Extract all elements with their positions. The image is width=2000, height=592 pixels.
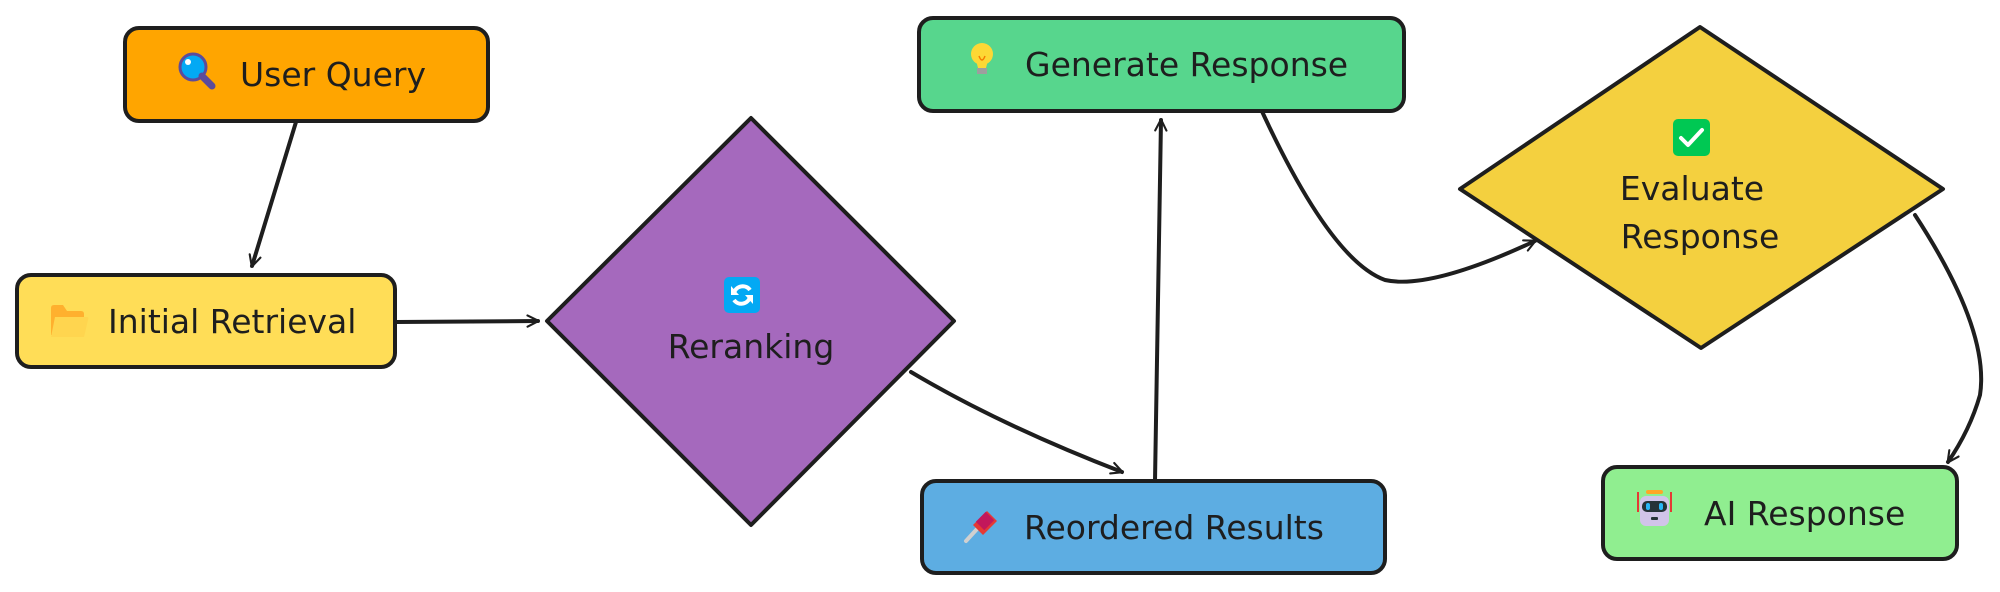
- node-reranking-shape: [545, 116, 956, 527]
- edges: [248, 105, 1984, 483]
- node-reordered-results-label: Reordered Results: [1024, 508, 1324, 547]
- node-evaluate-response-label-line2: Response: [1621, 217, 1780, 256]
- node-reordered-results-shape: [920, 479, 1387, 575]
- node-reranking[interactable]: Reranking: [545, 116, 956, 527]
- node-reranking-label: Reranking: [668, 327, 835, 366]
- node-ai-response-label: AI Response: [1704, 494, 1905, 533]
- refresh-icon: [724, 277, 760, 313]
- robot-icon: [1637, 490, 1672, 526]
- node-evaluate-response-shape: [1458, 25, 1945, 350]
- magnifier-icon: [178, 52, 216, 90]
- edge-user-query-to-initial-retrieval: [248, 120, 298, 268]
- lightbulb-icon: [971, 43, 993, 74]
- pushpin-icon: [964, 511, 997, 543]
- node-evaluate-response-label-line1: Evaluate: [1620, 169, 1764, 208]
- node-generate-response-shape: [917, 16, 1406, 113]
- node-ai-response[interactable]: AI Response: [1601, 465, 1959, 561]
- node-ai-response-shape: [1601, 465, 1959, 561]
- node-generate-response-label: Generate Response: [1025, 45, 1348, 84]
- node-initial-retrieval-shape: [15, 273, 397, 369]
- folder-icon: [51, 305, 89, 337]
- node-initial-retrieval[interactable]: Initial Retrieval: [15, 273, 397, 369]
- edge-evaluate-response-to-ai-response: [1913, 213, 1984, 464]
- edge-initial-retrieval-to-reranking: [394, 314, 540, 328]
- check-mark-icon: [1673, 119, 1710, 156]
- node-user-query[interactable]: User Query: [123, 26, 490, 123]
- node-generate-response[interactable]: Generate Response: [917, 16, 1406, 113]
- edge-reordered-results-to-generate-response: [1153, 118, 1168, 483]
- edge-reranking-to-reordered-results: [909, 370, 1124, 475]
- node-user-query-shape: [123, 26, 490, 123]
- node-evaluate-response[interactable]: Evaluate Response: [1458, 25, 1945, 350]
- node-user-query-label: User Query: [240, 55, 426, 94]
- edge-generate-response-to-evaluate-response: [1258, 105, 1537, 284]
- node-reordered-results[interactable]: Reordered Results: [920, 479, 1387, 575]
- node-initial-retrieval-label: Initial Retrieval: [108, 302, 356, 341]
